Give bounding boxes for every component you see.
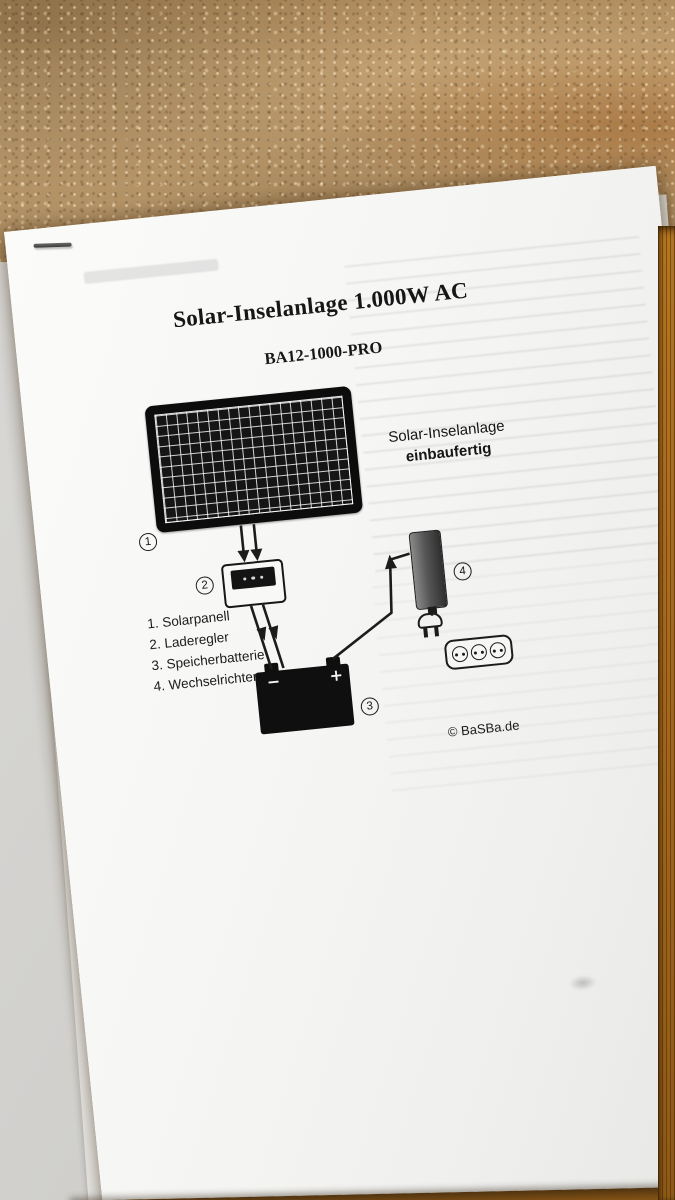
arrow-down-icon: [256, 626, 267, 641]
document-sheet: Solar-Inselanlage 1.000W AC BA12-1000-PR…: [4, 165, 675, 1200]
staple: [33, 242, 72, 248]
wood-table-edge-right: [658, 226, 675, 1200]
cable-panel-to-controller: [252, 524, 258, 552]
legend: 1. Solarpanell 2. Laderegler 3. Speicher…: [146, 602, 267, 697]
arrow-down-icon: [268, 625, 279, 640]
cable-controller-to-battery: [249, 605, 273, 670]
cable-inverter-to-plug: [430, 608, 434, 616]
arrow-down-icon: [237, 549, 250, 563]
bleed-through-text: [83, 258, 219, 285]
cable-wiring: [237, 524, 434, 670]
wiring-diagram: Solar-Inselanlage einbaufertig: [22, 340, 675, 804]
paper-smudge: [568, 973, 598, 992]
cable-controller-to-battery: [261, 604, 285, 669]
arrow-up-icon: [385, 554, 397, 570]
arrow-down-icon: [250, 548, 263, 562]
cable-battery-to-inverter: [332, 552, 410, 660]
cable-panel-to-controller: [239, 525, 245, 553]
